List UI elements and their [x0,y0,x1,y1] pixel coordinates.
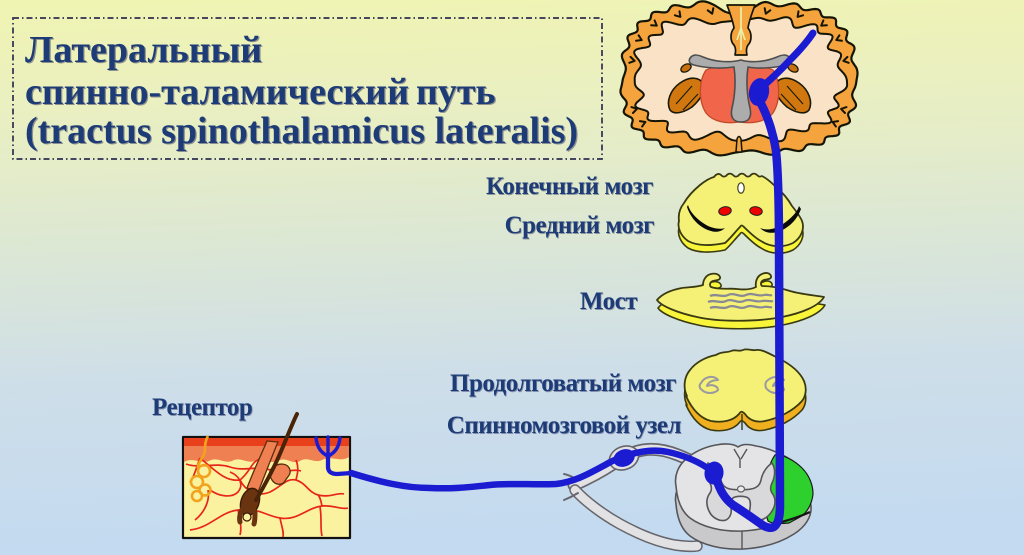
svg-text:Латеральный: Латеральный [25,29,262,71]
svg-text:Спинномозговой узел: Спинномозговой узел [447,412,682,439]
svg-text:Продолговатый мозг: Продолговатый мозг [450,370,676,397]
svg-text:Рецептор: Рецептор [152,394,252,421]
svg-text:спинно-таламический: спинно-таламический [25,71,409,113]
svg-text:(tractus spinothalamicus later: (tractus spinothalamicus lateralis) [25,110,578,152]
svg-text:Мост: Мост [580,288,637,315]
svg-text:путь: путь [416,71,496,113]
svg-text:Средний мозг: Средний мозг [505,212,655,239]
svg-text:Конечный мозг: Конечный мозг [486,173,653,200]
